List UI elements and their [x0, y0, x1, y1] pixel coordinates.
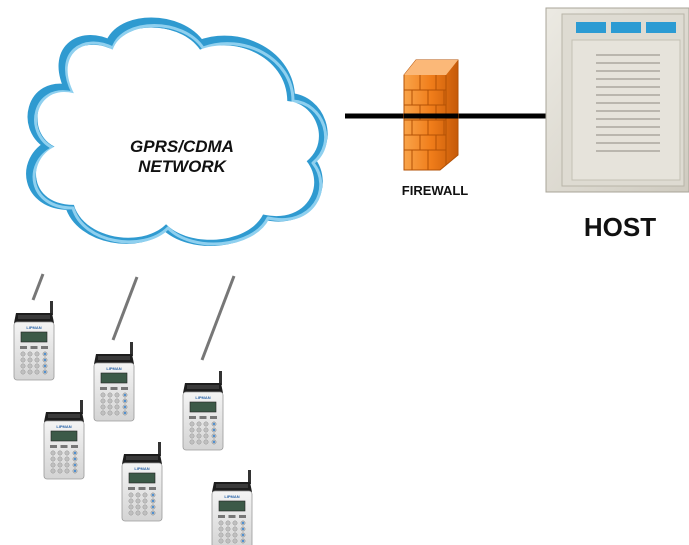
cloud-label-line2: NETWORK — [138, 157, 228, 176]
pos-terminal-4: LIPMAN — [43, 399, 85, 480]
terminal-brand-label: LIPMAN — [56, 424, 71, 429]
radio-link-3 — [200, 275, 236, 361]
terminal-brand-label: LIPMAN — [195, 395, 210, 400]
pos-terminal-5: LIPMAN — [121, 441, 163, 522]
host-server-icon — [545, 7, 689, 193]
radio-link-2 — [111, 276, 139, 341]
pos-terminal-3: LIPMAN — [182, 370, 224, 451]
radio-link-1 — [31, 273, 45, 301]
pos-terminal-6: LIPMAN — [211, 469, 253, 545]
terminal-brand-label: LIPMAN — [134, 466, 149, 471]
pos-terminal-1: LIPMAN — [13, 300, 55, 381]
cloud-label-line1: GPRS/CDMA — [130, 137, 234, 156]
terminal-brand-label: LIPMAN — [106, 366, 121, 371]
firewall-icon — [403, 59, 459, 171]
host-label: HOST — [583, 212, 657, 242]
terminal-brand-label: LIPMAN — [224, 494, 239, 499]
terminal-brand-label: LIPMAN — [26, 325, 41, 330]
firewall-label: FIREWALL — [401, 183, 469, 198]
pos-terminal-2: LIPMAN — [93, 341, 135, 422]
cloud-icon — [26, 17, 328, 246]
